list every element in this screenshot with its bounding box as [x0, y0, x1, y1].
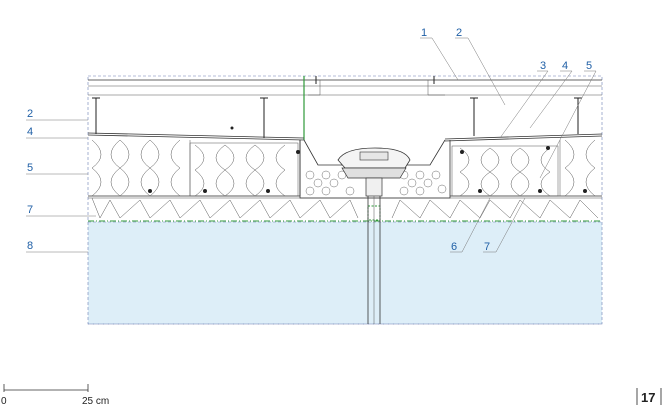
concrete-slab — [88, 222, 602, 324]
callout-7-left: 7 — [27, 204, 33, 216]
roof-drain — [337, 147, 411, 324]
page-number: 17 — [636, 388, 662, 405]
callout-8: 8 — [27, 240, 33, 252]
callout-4-top: 4 — [562, 60, 568, 72]
callout-2-top: 2 — [456, 27, 462, 39]
page-number-text: 17 — [641, 390, 655, 405]
scale-end-label: 25 cm — [82, 396, 109, 407]
fasteners — [92, 76, 587, 193]
insulation-left — [88, 139, 301, 197]
callout-2-left: 2 — [27, 108, 33, 120]
callout-6: 6 — [451, 241, 457, 253]
walkway-layer — [88, 79, 602, 96]
leader-lines — [26, 37, 597, 253]
callout-7-bottom: 7 — [484, 241, 490, 253]
callouts-left: 2 4 5 7 8 — [27, 108, 33, 252]
scale-bar: 0 25 cm — [1, 384, 109, 407]
callout-1: 1 — [421, 27, 427, 39]
waterproofing-membrane — [87, 132, 603, 142]
callouts-bottom: 6 7 — [451, 241, 490, 253]
callout-5-top: 5 — [586, 60, 592, 72]
scale-start-label: 0 — [1, 396, 7, 407]
insulation-right — [450, 139, 602, 197]
callout-4-left: 4 — [27, 126, 33, 138]
callout-3: 3 — [540, 60, 546, 72]
callout-5-left: 5 — [27, 162, 33, 174]
lower-insulation-profile — [88, 197, 602, 219]
drawing-frame — [87, 75, 603, 325]
callouts-top: 1 2 3 4 5 — [421, 27, 592, 72]
